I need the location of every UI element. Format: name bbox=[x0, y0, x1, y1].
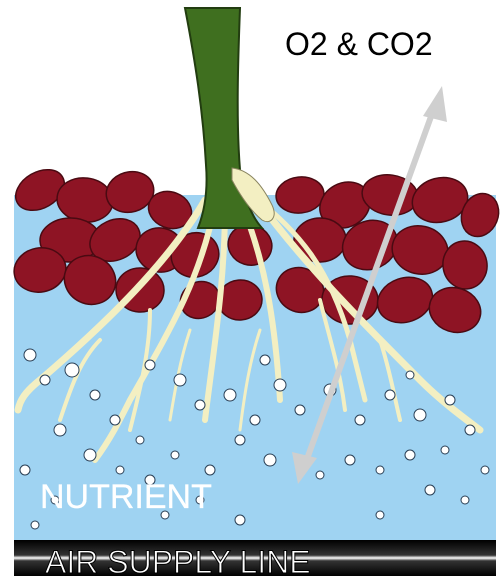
oxygen-bubble bbox=[40, 375, 50, 385]
oxygen-bubble bbox=[136, 436, 144, 444]
oxygen-bubble bbox=[461, 496, 469, 504]
air-supply-line-label: AIR SUPPLY LINE bbox=[45, 544, 311, 580]
oxygen-bubble bbox=[465, 425, 475, 435]
oxygen-bubble bbox=[481, 466, 489, 474]
nutrient-label: NUTRIENT bbox=[40, 478, 212, 516]
oxygen-bubble bbox=[24, 349, 36, 361]
oxygen-bubble bbox=[235, 435, 245, 445]
oxygen-bubble bbox=[264, 454, 276, 466]
gas-exchange-label: O2 & CO2 bbox=[285, 26, 433, 62]
oxygen-bubble bbox=[54, 424, 66, 436]
oxygen-bubble bbox=[345, 455, 355, 465]
oxygen-bubble bbox=[260, 355, 270, 365]
oxygen-bubble bbox=[145, 360, 155, 370]
oxygen-bubble bbox=[116, 466, 124, 474]
oxygen-bubble bbox=[295, 405, 305, 415]
oxygen-bubble bbox=[171, 451, 179, 459]
oxygen-bubble bbox=[174, 374, 186, 386]
oxygen-bubble bbox=[406, 371, 414, 379]
oxygen-bubble bbox=[445, 395, 455, 405]
oxygen-bubble bbox=[65, 363, 79, 377]
oxygen-bubble bbox=[405, 450, 415, 460]
oxygen-bubble bbox=[235, 515, 245, 525]
oxygen-bubble bbox=[376, 466, 384, 474]
oxygen-bubble bbox=[90, 390, 100, 400]
oxygen-bubble bbox=[20, 465, 30, 475]
oxygen-bubble bbox=[376, 511, 384, 519]
oxygen-bubble bbox=[425, 485, 435, 495]
oxygen-bubble bbox=[84, 449, 96, 461]
oxygen-bubble bbox=[31, 521, 39, 529]
oxygen-bubble bbox=[355, 415, 365, 425]
oxygen-bubble bbox=[316, 471, 324, 479]
oxygen-bubble bbox=[195, 400, 205, 410]
oxygen-bubble bbox=[250, 415, 260, 425]
oxygen-bubble bbox=[414, 409, 426, 421]
oxygen-bubble bbox=[224, 389, 236, 401]
oxygen-bubble bbox=[441, 446, 449, 454]
oxygen-bubble bbox=[110, 415, 120, 425]
oxygen-bubble bbox=[385, 390, 395, 400]
oxygen-bubble bbox=[274, 379, 286, 391]
oxygen-bubble bbox=[205, 465, 215, 475]
